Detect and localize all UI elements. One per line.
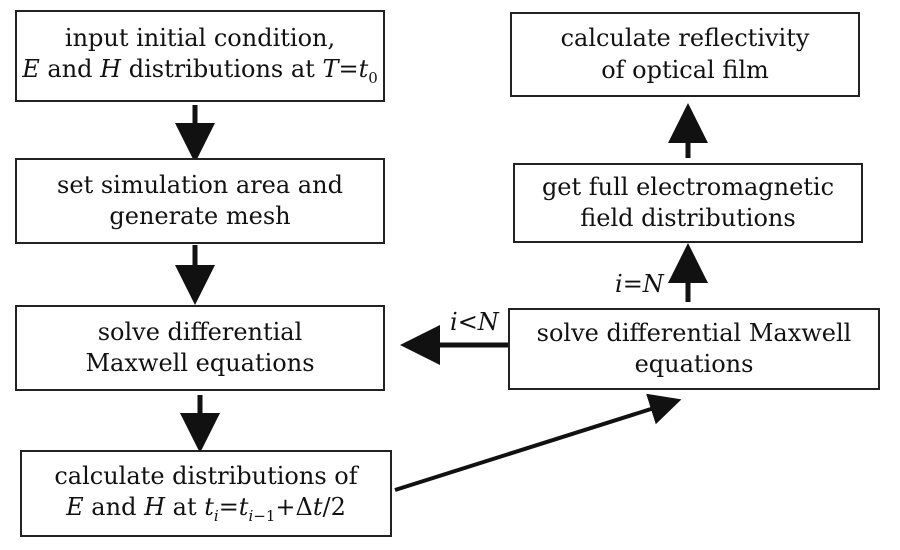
box-solve-right-line1: solve differential Maxwell xyxy=(536,318,852,347)
box-solve-left: solve differential Maxwell equations xyxy=(15,305,385,391)
box-calc-distributions: calculate distributions of E and H at ti… xyxy=(20,450,392,537)
box-reflectivity: calculate reflectivity of optical film xyxy=(510,12,860,97)
box-reflectivity-line2: of optical film xyxy=(601,55,769,84)
box-input-line2: E and H distributions at T=t0 xyxy=(22,55,378,88)
box-solve-right-line2: equations xyxy=(634,350,754,378)
box-input-line1: input initial condition, xyxy=(64,24,336,53)
arrow-calc-to-solve-right xyxy=(394,393,682,492)
box-solve-left-line2: Maxwell equations xyxy=(85,349,315,377)
box-solve-left-line1: solve differential xyxy=(97,317,303,346)
box-calc-line2: E and H at ti=ti−1+Δt/2 xyxy=(66,492,346,525)
box-reflectivity-line1: calculate reflectivity xyxy=(560,24,810,53)
box-input-initial-condition: input initial condition, E and H distrib… xyxy=(15,10,385,102)
box-calc-line1: calculate distributions of xyxy=(54,461,358,490)
box-full-field: get full electromagnetic field distribut… xyxy=(513,163,863,243)
label-exit-condition: i=N xyxy=(615,270,664,298)
box-mesh-line1: set simulation area and xyxy=(57,170,343,199)
box-mesh-line2: generate mesh xyxy=(109,202,291,230)
box-solve-right: solve differential Maxwell equations xyxy=(508,308,880,390)
box-set-mesh: set simulation area and generate mesh xyxy=(15,158,385,244)
box-full-field-line2: field distributions xyxy=(580,204,796,232)
box-full-field-line1: get full electromagnetic xyxy=(541,172,835,201)
label-loop-condition: i<N xyxy=(450,308,499,336)
